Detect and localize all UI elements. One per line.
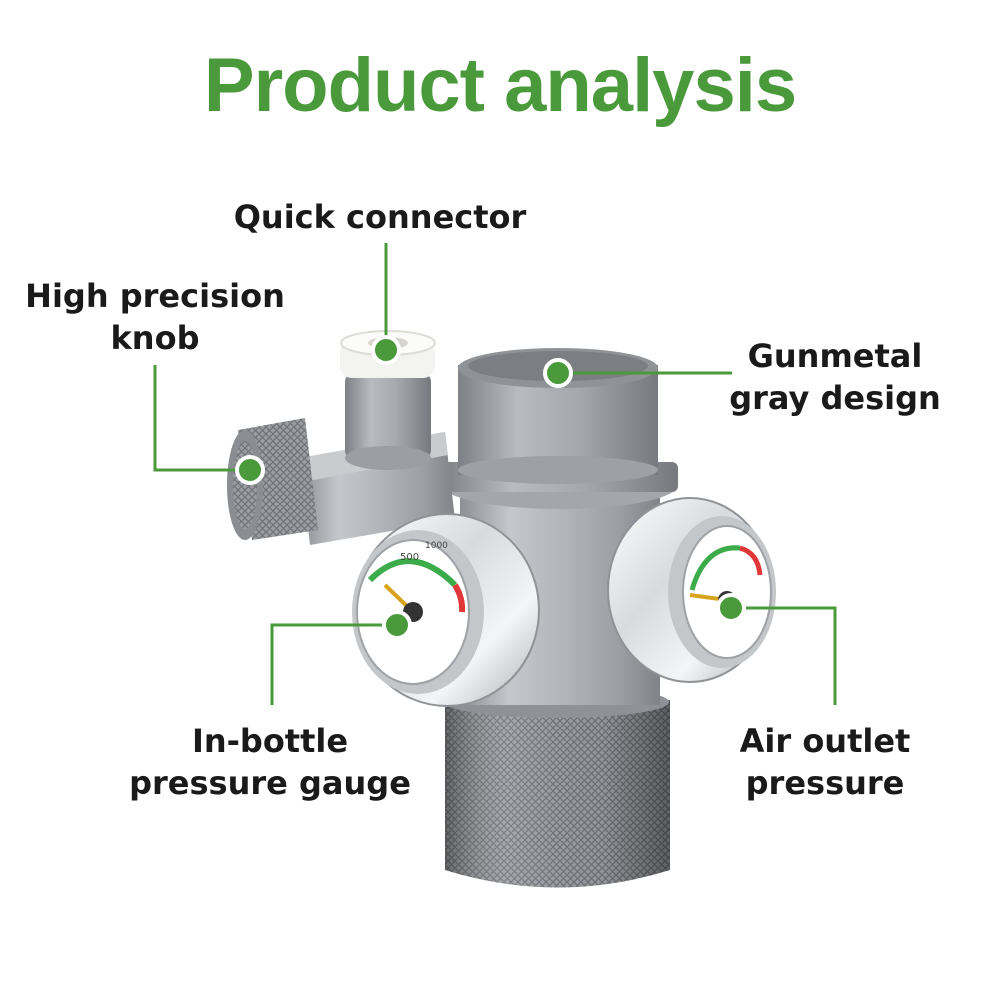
quick-connector-marker xyxy=(371,335,401,365)
knob-text-line1: High precision xyxy=(25,277,285,315)
air-outlet-text-line2: pressure xyxy=(745,764,905,802)
in-bottle-marker xyxy=(382,610,412,640)
knurled-bottom-nut xyxy=(445,686,670,888)
svg-text:500: 500 xyxy=(400,552,419,563)
knob-marker xyxy=(235,455,265,485)
gunmetal-text-line2: gray design xyxy=(729,379,941,417)
air-outlet-label: Air outlet pressure xyxy=(720,720,930,804)
in-bottle-gauge: 500 1000 xyxy=(352,513,540,707)
air-outlet-leader-line xyxy=(731,606,837,705)
air-outlet-gauge xyxy=(607,497,776,683)
in-bottle-text-line2: pressure gauge xyxy=(129,764,411,802)
page-title: Product analysis xyxy=(203,43,797,128)
svg-text:1000: 1000 xyxy=(425,541,448,551)
air-outlet-text-line1: Air outlet xyxy=(739,722,911,760)
gunmetal-label: Gunmetal gray design xyxy=(715,335,955,419)
gunmetal-marker xyxy=(543,358,573,388)
quick-connector-label: Quick connector xyxy=(230,196,530,238)
in-bottle-text-line1: In-bottle xyxy=(191,722,349,760)
quick-connector-text: Quick connector xyxy=(233,198,527,236)
in-bottle-label: In-bottle pressure gauge xyxy=(120,720,420,804)
knob-text-line2: knob xyxy=(110,319,200,357)
air-outlet-marker xyxy=(716,593,746,623)
knob-leader-line xyxy=(153,365,250,472)
gunmetal-text-line1: Gunmetal xyxy=(747,337,923,375)
knob-label: High precision knob xyxy=(20,275,290,359)
in-bottle-leader-line xyxy=(270,623,397,705)
